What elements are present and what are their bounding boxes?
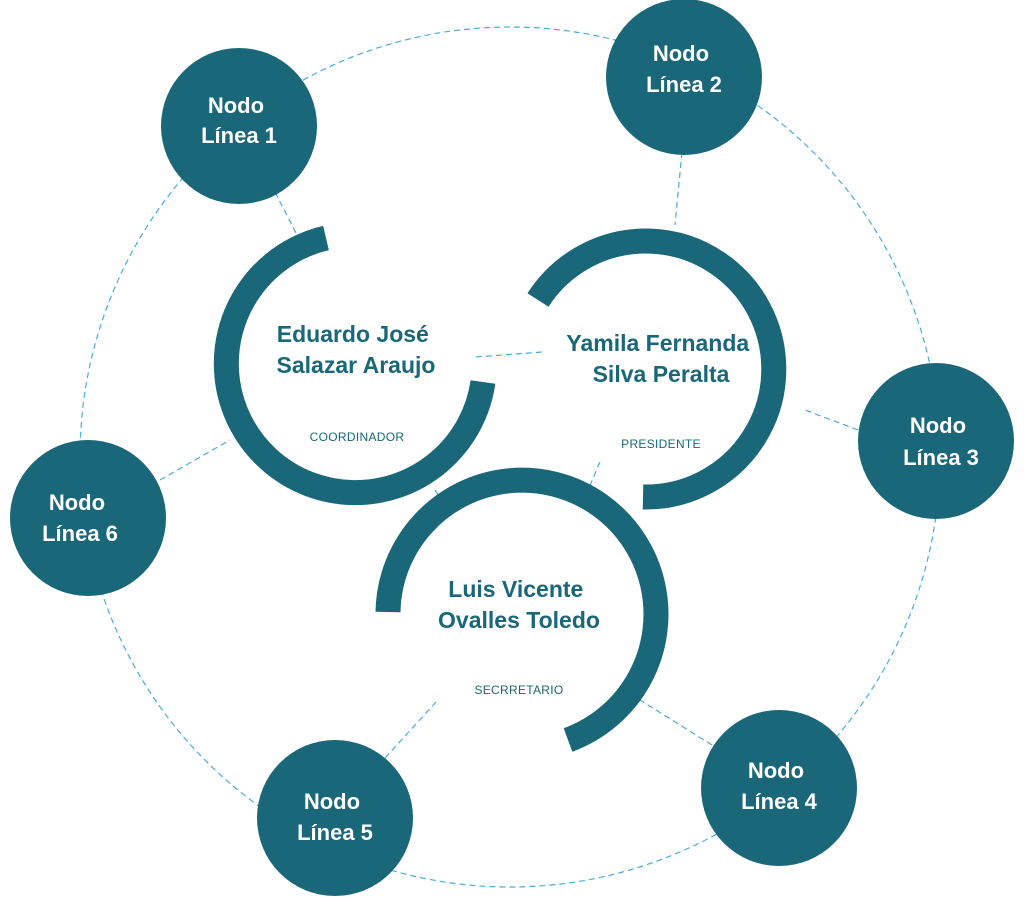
connector-node5-luis [384,701,437,759]
svg-text:Yamila Fernanda Silva Pe: Yamila Fernanda Silva Peralta [566,330,755,387]
node-label-line2: Línea 6 [42,521,118,546]
person-role: COORDINADOR [310,430,405,444]
node-circle [858,363,1014,519]
person-eduardo: Eduardo José Salazar Araujo COORDINADOR [277,321,436,444]
person-name-line2: Ovalles Toledo [438,607,600,633]
person-luis: Luis Vicente Ovalles Toledo SECRRETARIO [438,576,600,697]
node-linea-3: Nodo Línea 3 [858,363,1014,519]
person-role: PRESIDENTE [621,437,701,451]
node-label-line2: Línea 3 [903,445,979,470]
ring-yamila [527,228,787,510]
person-name-line1: Luis Vicente [448,576,583,602]
svg-text:Nodo Línea 4: Nodo Línea 4 [741,758,818,814]
person-yamila: Yamila Fernanda Silva Peralta PRESIDENTE [566,330,755,451]
node-linea-2: Nodo Línea 2 [606,0,762,155]
node-label-line2: Línea 1 [201,123,277,148]
svg-text:Nodo Línea 1: Nodo Línea 1 [201,93,277,148]
ring-luis [375,467,669,752]
node-label-line1: Nodo [910,413,966,438]
person-name-line1: Yamila Fernanda [566,330,749,356]
node-label-line1: Nodo [49,490,105,515]
svg-text:Luis Vicente Ovalles Tol: Luis Vicente Ovalles Toledo [438,576,600,633]
person-name-line2: Silva Peralta [593,361,730,387]
person-role: SECRRETARIO [474,683,563,697]
node-label-line2: Línea 2 [646,72,722,97]
connector-node4-luis [639,699,713,746]
node-linea-5: Nodo Línea 5 [257,740,413,896]
node-label-line1: Nodo [208,93,264,118]
connector-node2-yamila [674,151,683,226]
node-circle [701,710,857,866]
node-label-line1: Nodo [748,758,804,783]
node-circle [161,48,317,204]
svg-text:Nodo Línea 6: Nodo Línea 6 [42,490,118,546]
svg-text:Nodo Línea 3: Nodo Línea 3 [903,413,979,470]
connector-node1-eduardo [274,191,298,236]
ring-group [213,225,787,752]
connector-node6-eduardo [159,439,231,481]
node-circle [606,0,762,155]
node-label-line2: Línea 4 [741,789,818,814]
node-circle [10,440,166,596]
person-name-line1: Eduardo José [277,321,429,347]
svg-text:Eduardo José Salazar Ara: Eduardo José Salazar Araujo [277,321,436,378]
node-linea-4: Nodo Línea 4 [701,710,857,866]
node-linea-1: Nodo Línea 1 [161,48,317,204]
svg-text:Nodo Línea 5: Nodo Línea 5 [297,789,373,845]
ring-eduardo [213,225,496,506]
svg-text:Nodo Línea 2: Nodo Línea 2 [646,41,722,97]
node-label-line1: Nodo [653,41,709,66]
connector-eduardo-yamila [475,351,543,358]
node-label-line2: Línea 5 [297,820,373,845]
node-circle [257,740,413,896]
person-name-line2: Salazar Araujo [277,352,436,378]
connector-node3-yamila [804,409,859,431]
node-label-line1: Nodo [304,789,360,814]
node-linea-6: Nodo Línea 6 [10,440,166,596]
